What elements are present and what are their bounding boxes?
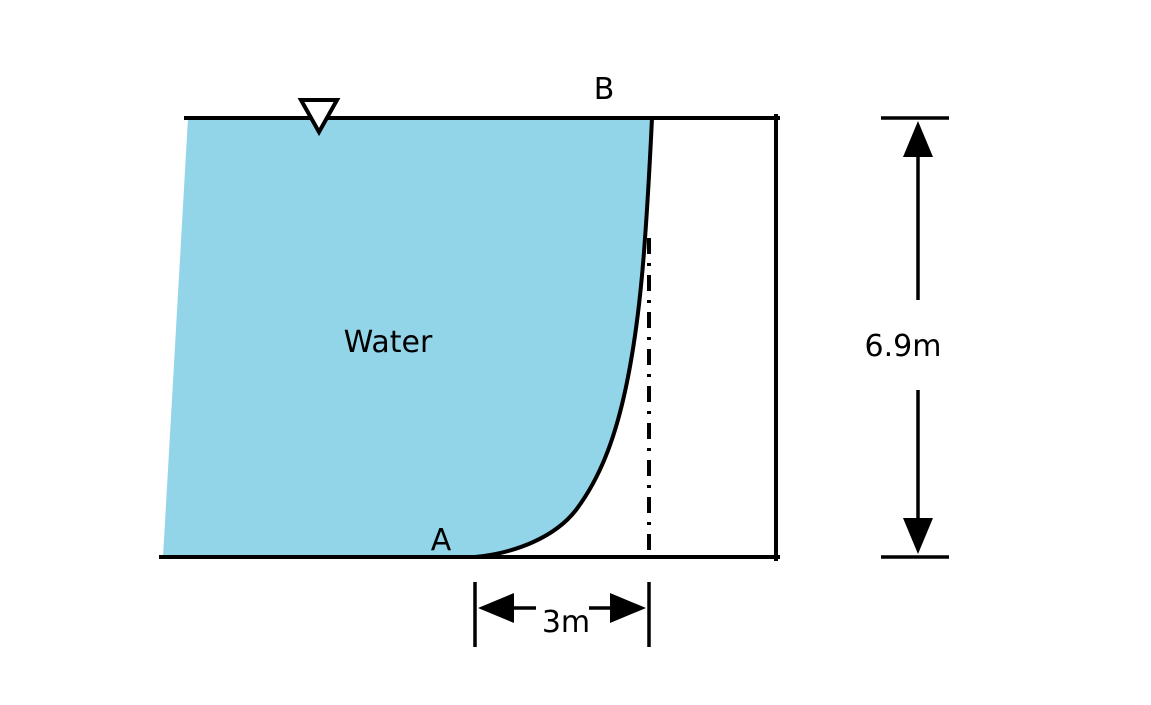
arrow-left-icon bbox=[478, 593, 514, 623]
label-point-a: A bbox=[431, 523, 452, 558]
water-table-triangle-icon bbox=[297, 98, 341, 137]
water-region-fill bbox=[163, 118, 652, 557]
arrow-up-icon bbox=[903, 121, 933, 157]
horizontal-dimension-group: 3m bbox=[473, 582, 651, 647]
label-point-b: B bbox=[594, 72, 615, 107]
curved-surface-ab bbox=[473, 116, 654, 559]
vertical-dimension-group: 6.9m bbox=[865, 116, 949, 559]
arrow-right-icon bbox=[610, 593, 646, 623]
label-vertical-dimension: 6.9m bbox=[865, 329, 942, 364]
label-water-region: Water bbox=[344, 325, 433, 360]
arrow-down-icon bbox=[903, 518, 933, 554]
label-horizontal-dimension: 3m bbox=[542, 605, 590, 640]
